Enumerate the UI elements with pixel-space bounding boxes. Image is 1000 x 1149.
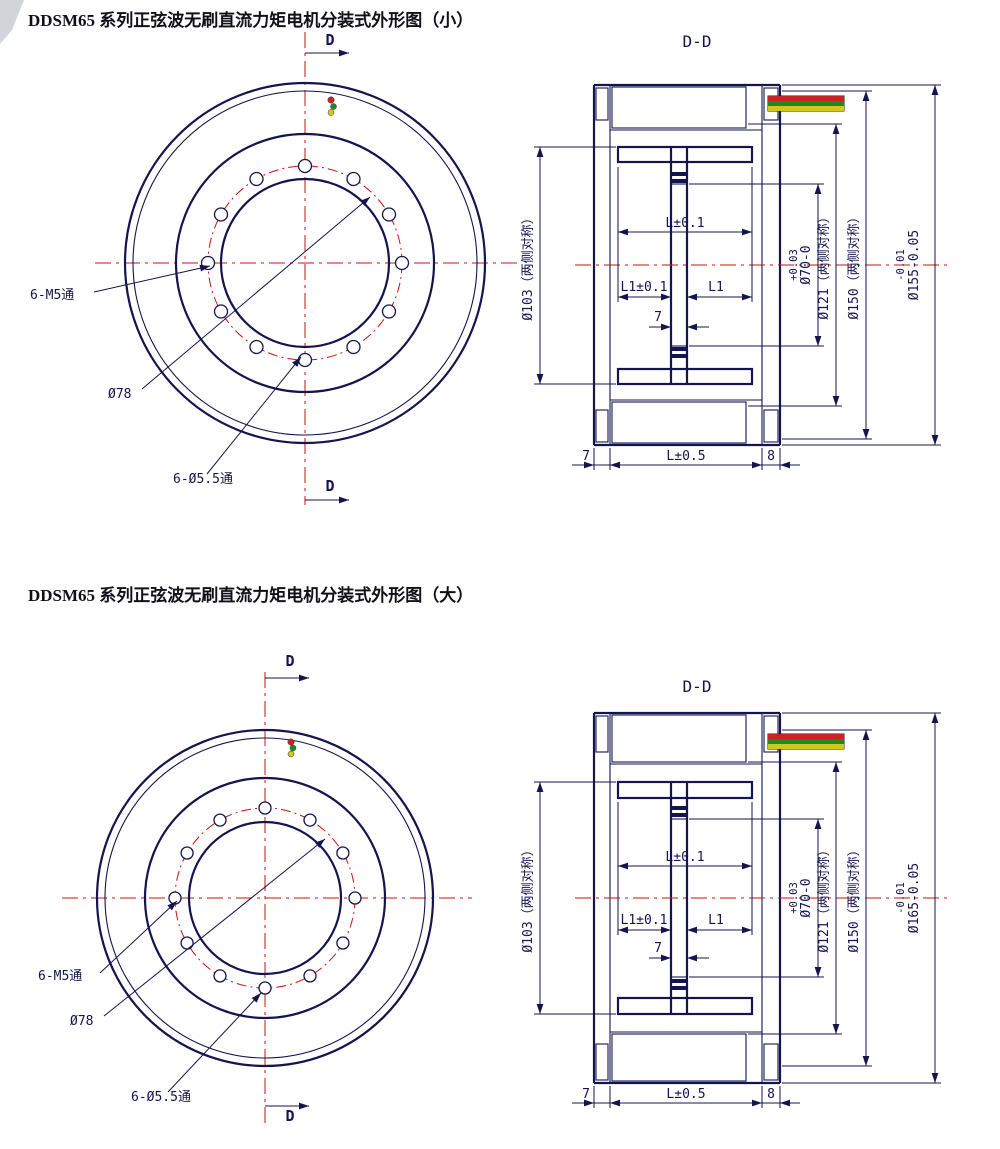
d-marker-bottom-small: D [325, 477, 334, 495]
dim-bot8-small: 8 [767, 449, 775, 464]
dimensions-small: Ø103（两侧对称） L±0.1 L1±0.1 L1 7 +0.03 [521, 84, 941, 470]
dim-dia121-small: Ø121（两侧对称） [817, 210, 832, 319]
dim-odtol-large: -0.01 [895, 882, 907, 914]
section-title-large: D-D [683, 677, 712, 696]
bolt-holes-large [168, 801, 362, 995]
dim-L-large: L±0.1 [665, 850, 704, 865]
d-marker-bottom-large: D [285, 1107, 294, 1125]
dim-L-small: L±0.1 [665, 216, 704, 231]
section-view-small: D-D [521, 32, 948, 470]
label-d55-small: 6-Ø5.5通 [173, 472, 233, 487]
front-view-small: D D 6-M5通 Ø78 6-Ø5.5通 [30, 31, 517, 505]
dim-web7-small: 7 [654, 310, 662, 325]
label-d55-large: 6-Ø5.5通 [131, 1090, 191, 1105]
title-large: DDSM65 系列正弦波无刷直流力矩电机分装式外形图（大） [28, 586, 474, 605]
dim-botL-small: L±0.5 [666, 449, 705, 464]
dim-dia103-large: Ø103（两侧对称） [521, 843, 536, 952]
winding-top-small [611, 86, 747, 129]
dim-L1t-small: L1±0.1 [621, 280, 668, 295]
dim-dia150-small: Ø150（两侧对称） [847, 210, 862, 319]
section-view-large: D-D [521, 677, 948, 1108]
label-d78-large: Ø78 [70, 1014, 93, 1029]
dim-botL-large: L±0.5 [666, 1087, 705, 1102]
d-marker-top-large: D [285, 652, 294, 670]
dim-bot7-small: 7 [582, 449, 590, 464]
dim-od-small: Ø155-0.05 [907, 230, 922, 300]
winding-bottom-small [611, 401, 747, 444]
rotor-small [616, 145, 754, 386]
bolt-holes-small [200, 158, 410, 368]
dim-d70tol-small: +0.03 [788, 249, 800, 281]
dim-web7-large: 7 [654, 941, 662, 956]
wire-exit-dots-large [287, 738, 297, 758]
dim-odtol-small: -0.01 [895, 249, 907, 281]
wire-bundle-large [767, 733, 845, 750]
label-m5-large: 6-M5通 [38, 969, 82, 984]
front-view-large: D D 6-M5通 Ø78 6-Ø5.5通 [38, 652, 472, 1125]
winding-bottom-large [611, 1033, 747, 1082]
dim-L1-small: L1 [708, 280, 724, 295]
dim-od-large: Ø165-0.05 [907, 863, 922, 933]
section-title-small: D-D [683, 32, 712, 51]
wire-bundle-small [767, 95, 845, 112]
label-d78-small: Ø78 [108, 387, 131, 402]
dim-L1-large: L1 [708, 913, 724, 928]
d-marker-top-small: D [325, 31, 334, 49]
dim-dia150-large: Ø150（两侧对称） [847, 843, 862, 952]
dim-d70-large: Ø70-0 [799, 878, 814, 917]
dim-d70-small: Ø70-0 [799, 245, 814, 284]
dim-bot8-large: 8 [767, 1087, 775, 1102]
winding-top-large [611, 714, 747, 763]
dim-dia103-small: Ø103（两侧对称） [521, 211, 536, 320]
dim-dia121-large: Ø121（两侧对称） [817, 843, 832, 952]
wire-exit-dots-small [327, 96, 337, 116]
title-small: DDSM65 系列正弦波无刷直流力矩电机分装式外形图（小） [28, 11, 474, 30]
dim-d70tol-large: +0.03 [788, 882, 800, 914]
scan-artifact [0, 0, 24, 44]
dim-L1t-large: L1±0.1 [621, 913, 668, 928]
dimensions-large: Ø103（两侧对称） L±0.1 L1±0.1 L1 7 +0.03 [521, 712, 941, 1108]
label-m5-small: 6-M5通 [30, 288, 74, 303]
dim-bot7-large: 7 [582, 1087, 590, 1102]
